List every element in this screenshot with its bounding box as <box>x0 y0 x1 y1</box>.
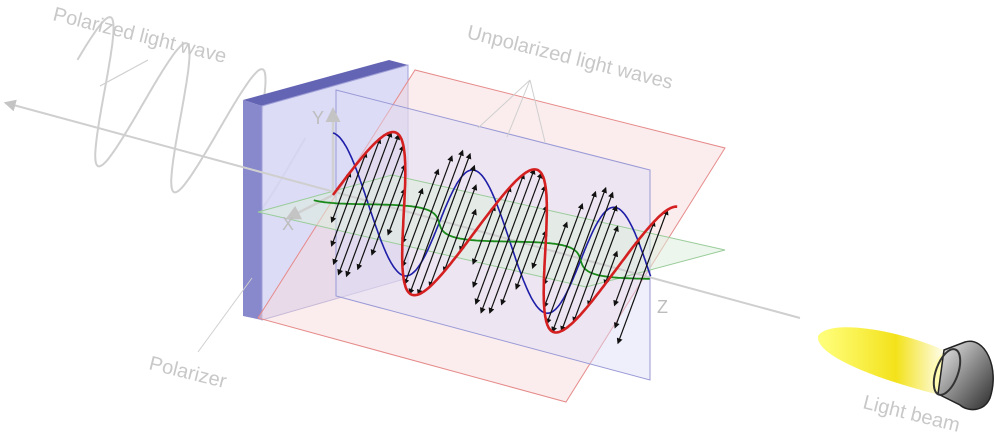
z-axis-label: Z <box>657 297 668 317</box>
y-axis-label: Y <box>312 108 324 128</box>
field-vector-arrow <box>616 208 669 345</box>
unpolarized-waves-label: Unpolarized light waves <box>465 22 675 94</box>
polarizer-top-edge <box>243 60 408 106</box>
field-vectors <box>330 131 669 345</box>
light-beam-cone <box>817 327 948 394</box>
polarizer-side-edge <box>243 100 262 320</box>
flashlight-rim <box>932 348 962 396</box>
unpolarized-pointer-1 <box>477 79 531 129</box>
polarizer-pointer <box>197 277 253 353</box>
unpolarized-pointer-2 <box>506 79 531 138</box>
x-axis-label: X <box>282 214 294 234</box>
polarizer-label: Polarizer <box>147 353 229 394</box>
unpolarized-pointer-3 <box>529 79 546 143</box>
field-vector-arrow <box>587 225 619 307</box>
x-axis-arrow <box>285 193 334 220</box>
flashlight-body <box>937 340 994 411</box>
red-wave-curve <box>331 130 678 334</box>
flashlight-icon <box>817 327 994 411</box>
polarized-wave-pointer <box>99 59 149 87</box>
